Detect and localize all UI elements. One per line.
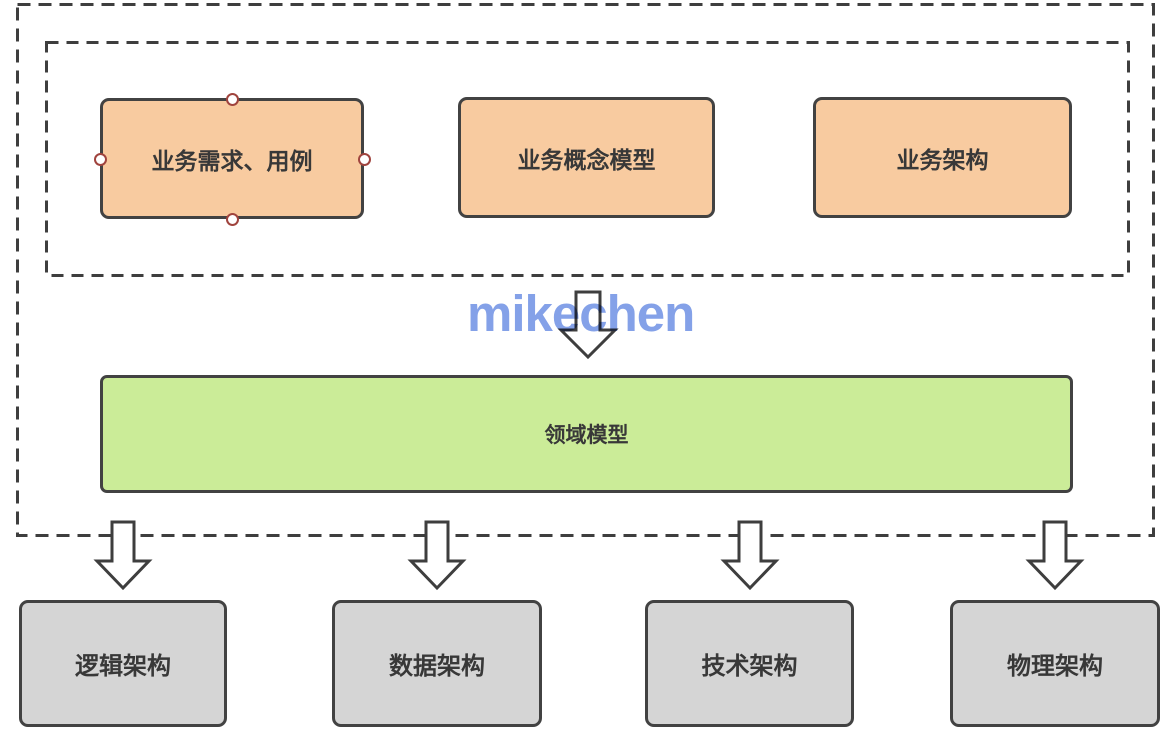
watermark: mikechen [467, 285, 695, 342]
outer-dashed-border [16, 3, 1155, 537]
business-box-requirements-usecases: 业务需求、用例 [100, 98, 364, 219]
architecture-box-technical: 技术架构 [645, 600, 854, 727]
box-label: 业务需求、用例 [151, 147, 313, 174]
inner-dashed-border [45, 41, 1130, 277]
selection-handle-right[interactable] [357, 152, 371, 166]
box-label: 技术架构 [701, 653, 798, 680]
arrow-down-icon [557, 290, 619, 360]
box-label: 数据架构 [389, 653, 485, 680]
box-label: 逻辑架构 [75, 653, 171, 680]
box-label: 领域模型 [544, 424, 629, 447]
box-label: 业务概念模型 [517, 146, 656, 173]
architecture-box-logical: 逻辑架构 [19, 600, 227, 727]
selection-handle-bottom[interactable] [225, 212, 239, 226]
architecture-box-physical: 物理架构 [950, 600, 1160, 727]
selection-handle-left[interactable] [93, 152, 107, 166]
arrow-down-icon [407, 520, 467, 591]
arrow-down-icon [720, 520, 780, 591]
box-label: 业务架构 [896, 146, 989, 173]
selection-handle-top[interactable] [225, 92, 239, 106]
business-box-architecture: 业务架构 [813, 97, 1072, 218]
architecture-box-data: 数据架构 [332, 600, 542, 727]
business-box-concept-model: 业务概念模型 [458, 97, 715, 218]
arrow-down-icon [93, 520, 153, 591]
arrow-down-icon [1025, 520, 1085, 591]
box-label: 物理架构 [1007, 653, 1103, 680]
domain-model-box: 领域模型 [100, 375, 1073, 493]
